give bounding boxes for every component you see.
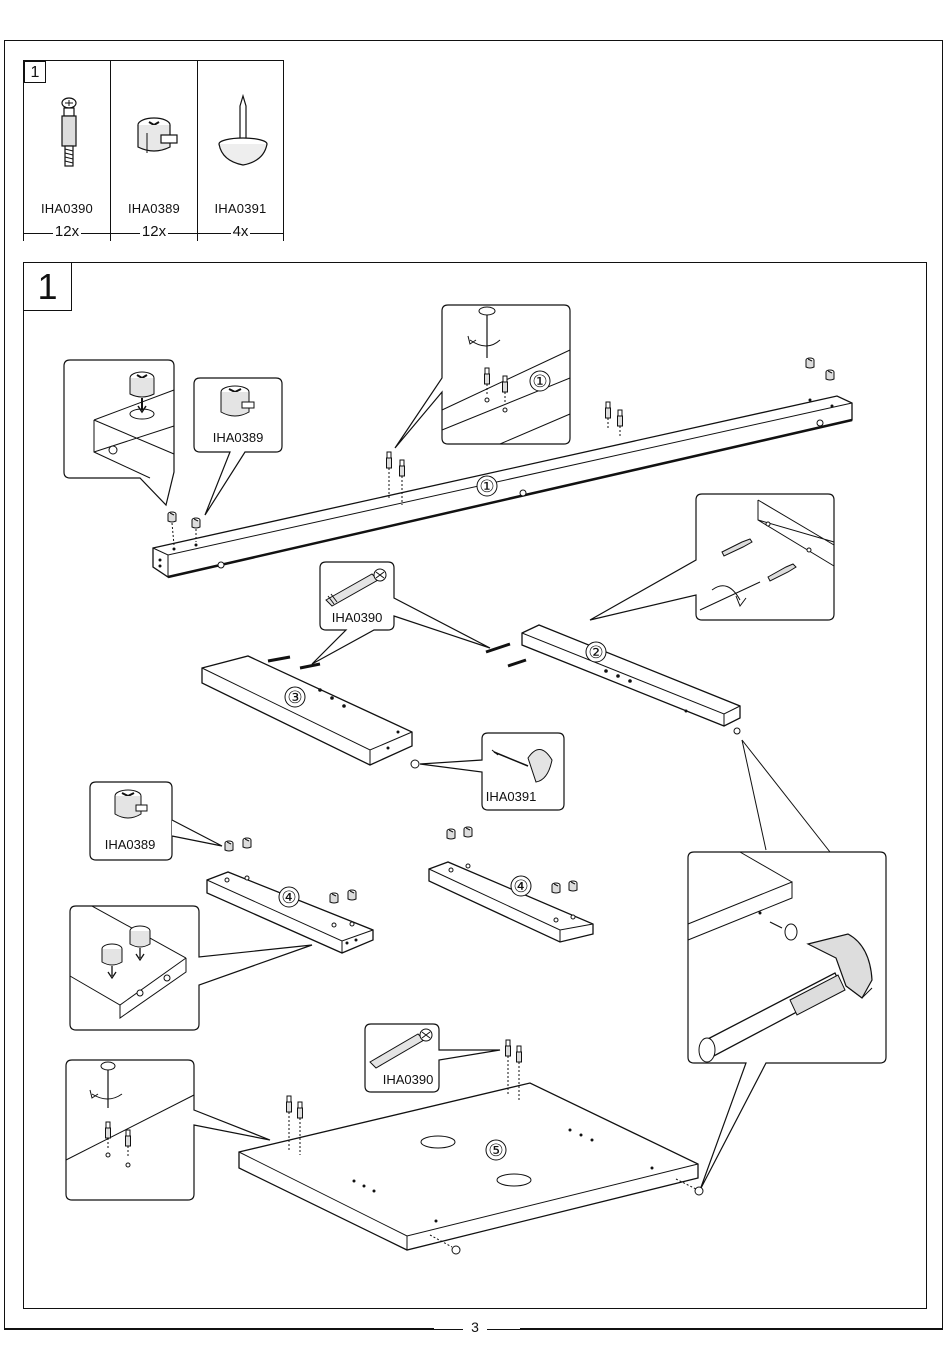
panel-3	[202, 656, 412, 765]
part-qty-label: 4x	[231, 223, 251, 240]
callout-cam-top	[194, 378, 282, 515]
panel-4-right-label: ④	[513, 877, 528, 896]
inset-dowel-screw-base	[66, 1060, 270, 1200]
callout-dowel-mid-label: IHA0390	[332, 610, 383, 625]
panel-4-left	[207, 872, 373, 953]
panel-5-base	[239, 1083, 698, 1250]
callout-glide-label: IHA0391	[486, 789, 537, 804]
inset-hammer	[688, 852, 886, 1190]
callout-cam-left-label: IHA0389	[105, 837, 156, 852]
panel-2	[522, 625, 740, 726]
part-qty-label: 12x	[53, 223, 81, 240]
part-qty-label: 12x	[140, 223, 168, 240]
panel-5-label: ⑤	[488, 1141, 503, 1160]
panel-2-label: ②	[588, 643, 603, 662]
inset-cam-insert	[64, 360, 174, 505]
inset-dowel-side	[590, 494, 834, 620]
panel-4-left-label: ④	[281, 888, 296, 907]
panel-3-label: ③	[287, 688, 302, 707]
callout-dowel-bottom-label: IHA0390	[383, 1072, 434, 1087]
panel-1-label: ①	[479, 477, 494, 496]
page-number: 3	[463, 1319, 487, 1335]
panel-4-right	[429, 862, 593, 942]
inset-panel-label: ①	[532, 372, 547, 391]
callout-cam-top-label: IHA0389	[213, 430, 264, 445]
inset-cam-panel4	[70, 906, 312, 1030]
